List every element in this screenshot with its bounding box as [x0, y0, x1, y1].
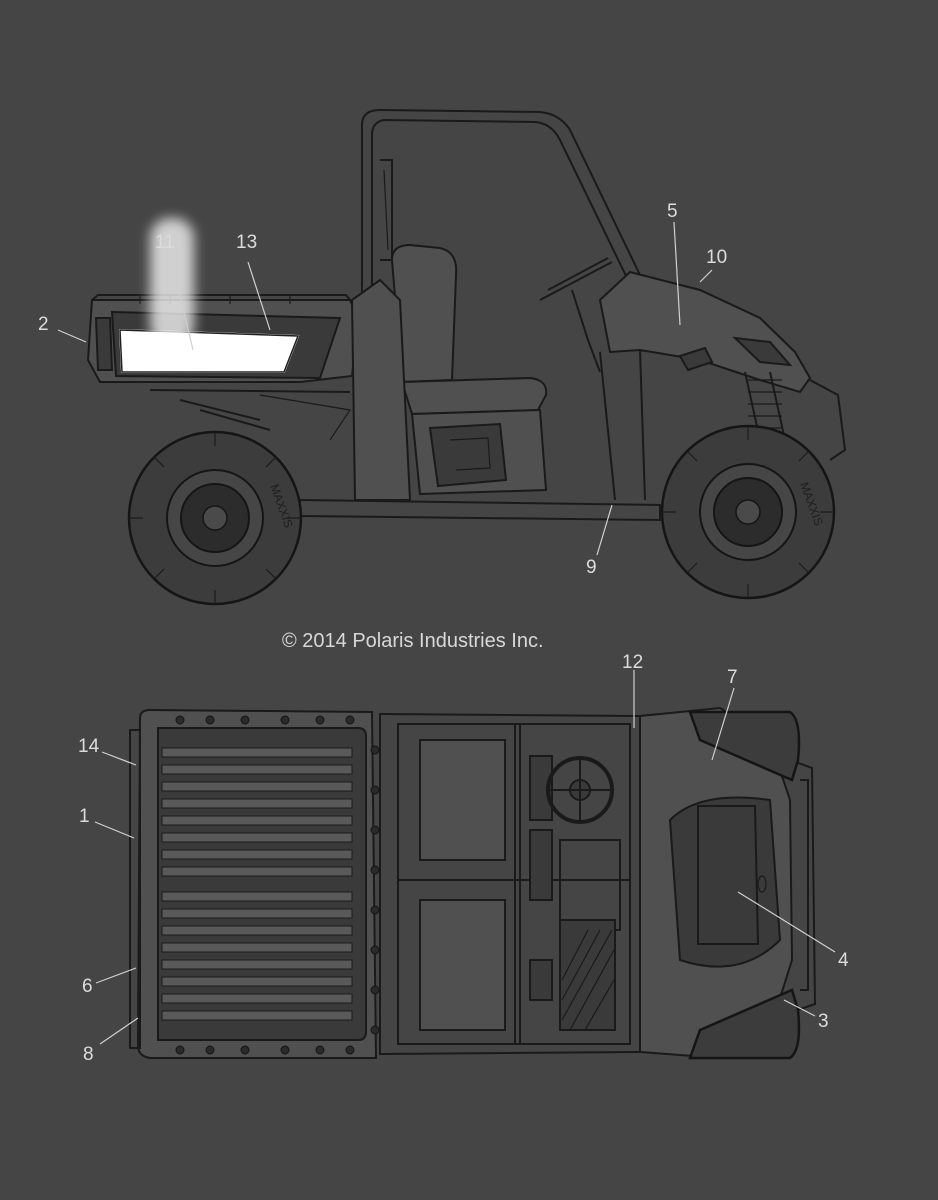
- callout-2: 2: [38, 314, 49, 335]
- callout-14: 14: [78, 736, 100, 757]
- top-view-vehicle: [129, 706, 817, 1060]
- callout-13: 13: [236, 232, 257, 253]
- callout-11-glow: [150, 218, 194, 346]
- copyright-text: © 2014 Polaris Industries Inc.: [282, 630, 544, 652]
- callout-5: 5: [667, 201, 678, 222]
- callout-9: 9: [586, 557, 597, 578]
- callout-1: 1: [79, 806, 90, 827]
- bed-ribs: [161, 747, 353, 1021]
- callout-6: 6: [82, 976, 93, 997]
- callout-7: 7: [727, 667, 738, 688]
- leader-lines: [57, 221, 836, 1045]
- rear-wheel: MAXXIS: [127, 430, 303, 606]
- callout-4: 4: [838, 950, 849, 971]
- side-view-vehicle: MAXXIS MAXXIS: [86, 108, 847, 606]
- callout-8: 8: [83, 1044, 94, 1065]
- callout-3: 3: [818, 1011, 829, 1032]
- callout-10: 10: [706, 247, 727, 268]
- callout-11: 11: [155, 232, 175, 253]
- front-wheel: MAXXIS: [660, 424, 836, 600]
- callout-12: 12: [622, 652, 643, 673]
